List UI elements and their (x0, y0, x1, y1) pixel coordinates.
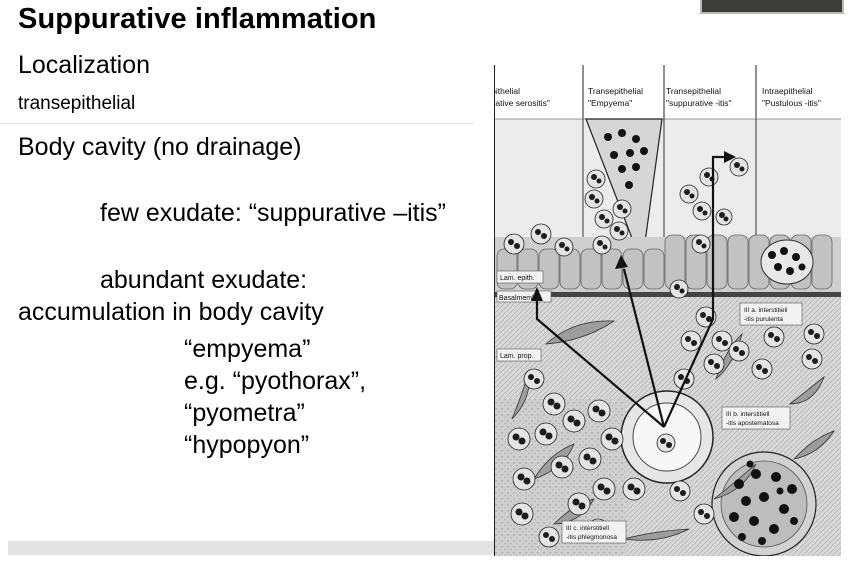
bullet-few-exudate: few exudate: “suppurative –itis” (100, 199, 447, 227)
label-apostematosa-line2: -itis apostematosa (726, 420, 779, 427)
label-purulenta-line2: -itis purulenta (744, 316, 783, 323)
footer-bar (8, 541, 496, 555)
bullet-abundant-exudate: abundant exudate: (100, 266, 308, 294)
basement-membrane (495, 292, 841, 297)
column-3-heading-line2: "suppurative -itis" (666, 98, 732, 108)
bullet-body-cavity: Body cavity (no drainage) (18, 133, 302, 161)
slide-title: Suppurative inflammation (18, 3, 377, 35)
column-2-heading-line2: "Empyema" (588, 98, 632, 108)
corner-photo-thumbnail (700, 0, 844, 14)
lumen-area (495, 119, 841, 237)
label-lam-prop: Lam. prop. (500, 353, 534, 360)
label-basalmembr: Basalmembr. (499, 295, 540, 302)
diagram-header-band (494, 59, 841, 119)
bullet-pyometra: “pyometra” (184, 399, 305, 427)
bullet-pyothorax: e.g. “pyothorax”, (184, 367, 367, 395)
column-2-heading-line1: Transepithelial (588, 86, 643, 96)
label-apostematosa-line1: III b. interstitiell (726, 411, 770, 418)
column-1-heading-line2: "Suppurative serositis" (494, 98, 550, 108)
column-1-heading-line1: Transepithelial (494, 86, 520, 96)
divider-line (0, 123, 475, 124)
column-4-heading-line2: "Pustulous -itis" (762, 98, 821, 108)
bullet-hypopyon: “hypopyon” (184, 431, 310, 459)
column-3-heading-line1: Transepithelial (666, 86, 721, 96)
label-phlegmonosa-line1: III c. interstitiell (566, 525, 610, 532)
neutrophils (503, 129, 825, 548)
empyema-cavity (585, 118, 663, 267)
label-purulenta-line1: III a. interstitiell (744, 307, 788, 314)
bullet-transepithelial: transepithelial (18, 93, 136, 114)
bullet-localization: Localization (18, 51, 151, 79)
bullet-empyema: “empyema” (184, 335, 311, 363)
label-phlegmonosa-line2: -itis phlegmonosa (566, 534, 617, 541)
bullet-accumulation: accumulation in body cavity (18, 298, 324, 326)
column-4-heading-line1: Intraepithelial (762, 86, 813, 96)
inflammation-diagram: Transepithelial "Suppurative serositis" … (494, 59, 841, 556)
diagram-svg: Transepithelial "Suppurative serositis" … (494, 59, 841, 556)
pustule (760, 239, 814, 285)
label-lam-epith: Lam. epith. (500, 275, 535, 282)
migration-arrows (535, 155, 726, 428)
arrow-heads (531, 151, 736, 301)
